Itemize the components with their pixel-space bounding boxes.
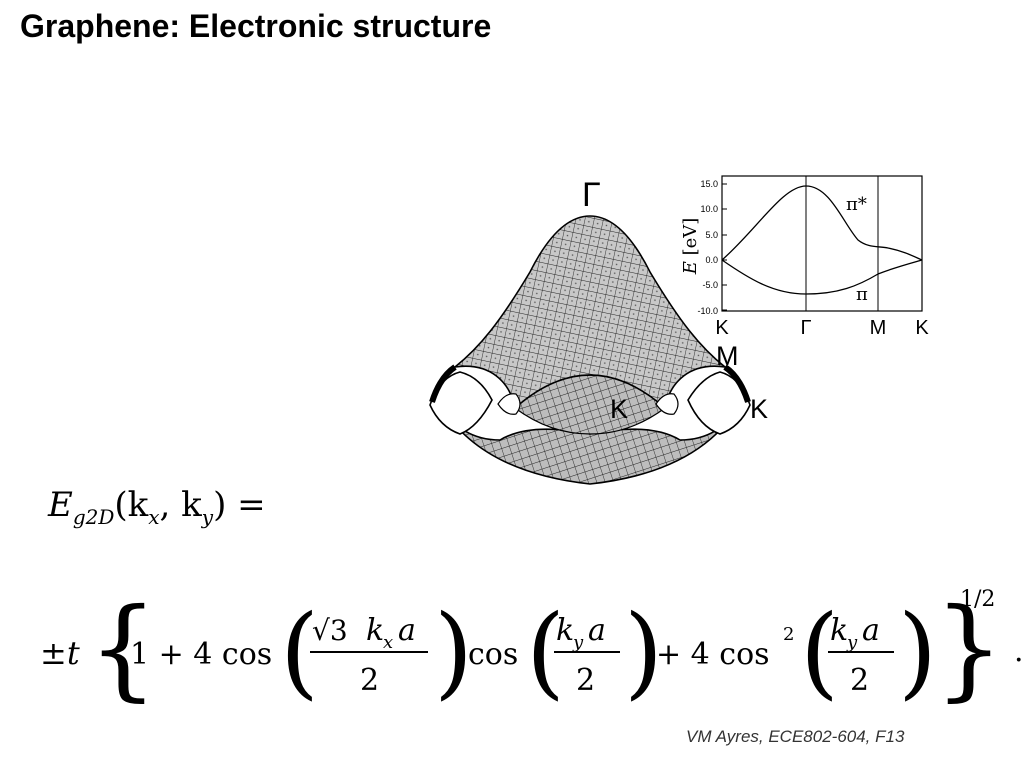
inset-xtick: K	[715, 317, 729, 339]
slide-title: Graphene: Electronic structure	[20, 8, 492, 44]
eq-term1: 1 + 4 cos	[130, 637, 272, 672]
upper-band-dome	[452, 215, 728, 410]
band-structure-surface: Γ M K K	[429, 176, 768, 485]
inset-ylabel: E [eV]	[680, 218, 701, 276]
lower-band-surface	[439, 403, 741, 485]
k-point-label-outer: K	[750, 394, 768, 424]
dispersion-equation: ±t { 1 + 4 cos ( √3 k x a 2 ) cos ( k y …	[40, 584, 1024, 712]
svg-text:cos: cos	[468, 637, 518, 672]
band-dispersion-inset: 15.0 10.0 5.0 0.0 -5.0 -10.0 E [eV] π* π…	[680, 175, 929, 339]
pi-star-label: π*	[846, 194, 867, 215]
eq-sqrt3: √3	[312, 614, 348, 647]
equation-lhs: Eg2D(kx, ky) =	[48, 485, 266, 529]
svg-text:y: y	[572, 632, 584, 653]
k-valley-right	[687, 371, 751, 435]
svg-text:y: y	[846, 632, 858, 653]
svg-text:2: 2	[850, 663, 869, 698]
inset-ytick: 10.0	[700, 204, 718, 214]
svg-text:2: 2	[360, 663, 379, 698]
pi-star-band	[721, 185, 923, 261]
eq-prefix: ±t	[40, 634, 80, 672]
svg-text:k: k	[556, 613, 574, 648]
inset-xtick: K	[915, 317, 929, 339]
eq-left-brace: {	[88, 584, 158, 712]
svg-text:·: ·	[1014, 643, 1024, 678]
svg-text:+ 4 cos: + 4 cos	[656, 637, 770, 672]
svg-text:2: 2	[576, 663, 595, 698]
svg-text:): )	[898, 593, 937, 710]
inset-xtick: Γ	[800, 317, 811, 339]
k-point-label-inner: K	[610, 394, 628, 424]
svg-text:a: a	[398, 613, 416, 648]
pi-label: π	[856, 284, 868, 305]
svg-text:a: a	[862, 613, 880, 648]
inset-ytick: -5.0	[702, 280, 718, 290]
svg-text:): )	[624, 593, 663, 710]
inset-ytick: 0.0	[705, 255, 718, 265]
inset-ytick: 5.0	[705, 230, 718, 240]
slide-footer: VM Ayres, ECE802-604, F13	[686, 727, 905, 746]
svg-text:k: k	[366, 613, 384, 648]
svg-text:k: k	[830, 613, 848, 648]
pi-band	[721, 259, 923, 295]
m-point-label: M	[716, 341, 739, 371]
eq-right-brace: }	[934, 584, 1004, 712]
inset-ytick: -10.0	[697, 306, 718, 316]
svg-text:x: x	[383, 632, 393, 653]
inset-xtick: M	[870, 317, 887, 339]
svg-text:2: 2	[783, 624, 794, 645]
gamma-point-label: Γ	[582, 176, 601, 214]
k-valley-left	[429, 371, 493, 435]
k-valley-inner-right	[655, 393, 679, 415]
eq-exponent: 1/2	[960, 587, 995, 612]
svg-text:): )	[434, 593, 473, 710]
k-valley-inner-left	[497, 393, 521, 415]
inset-ytick: 15.0	[700, 179, 718, 189]
inset-frame	[721, 175, 923, 312]
svg-text:a: a	[588, 613, 606, 648]
